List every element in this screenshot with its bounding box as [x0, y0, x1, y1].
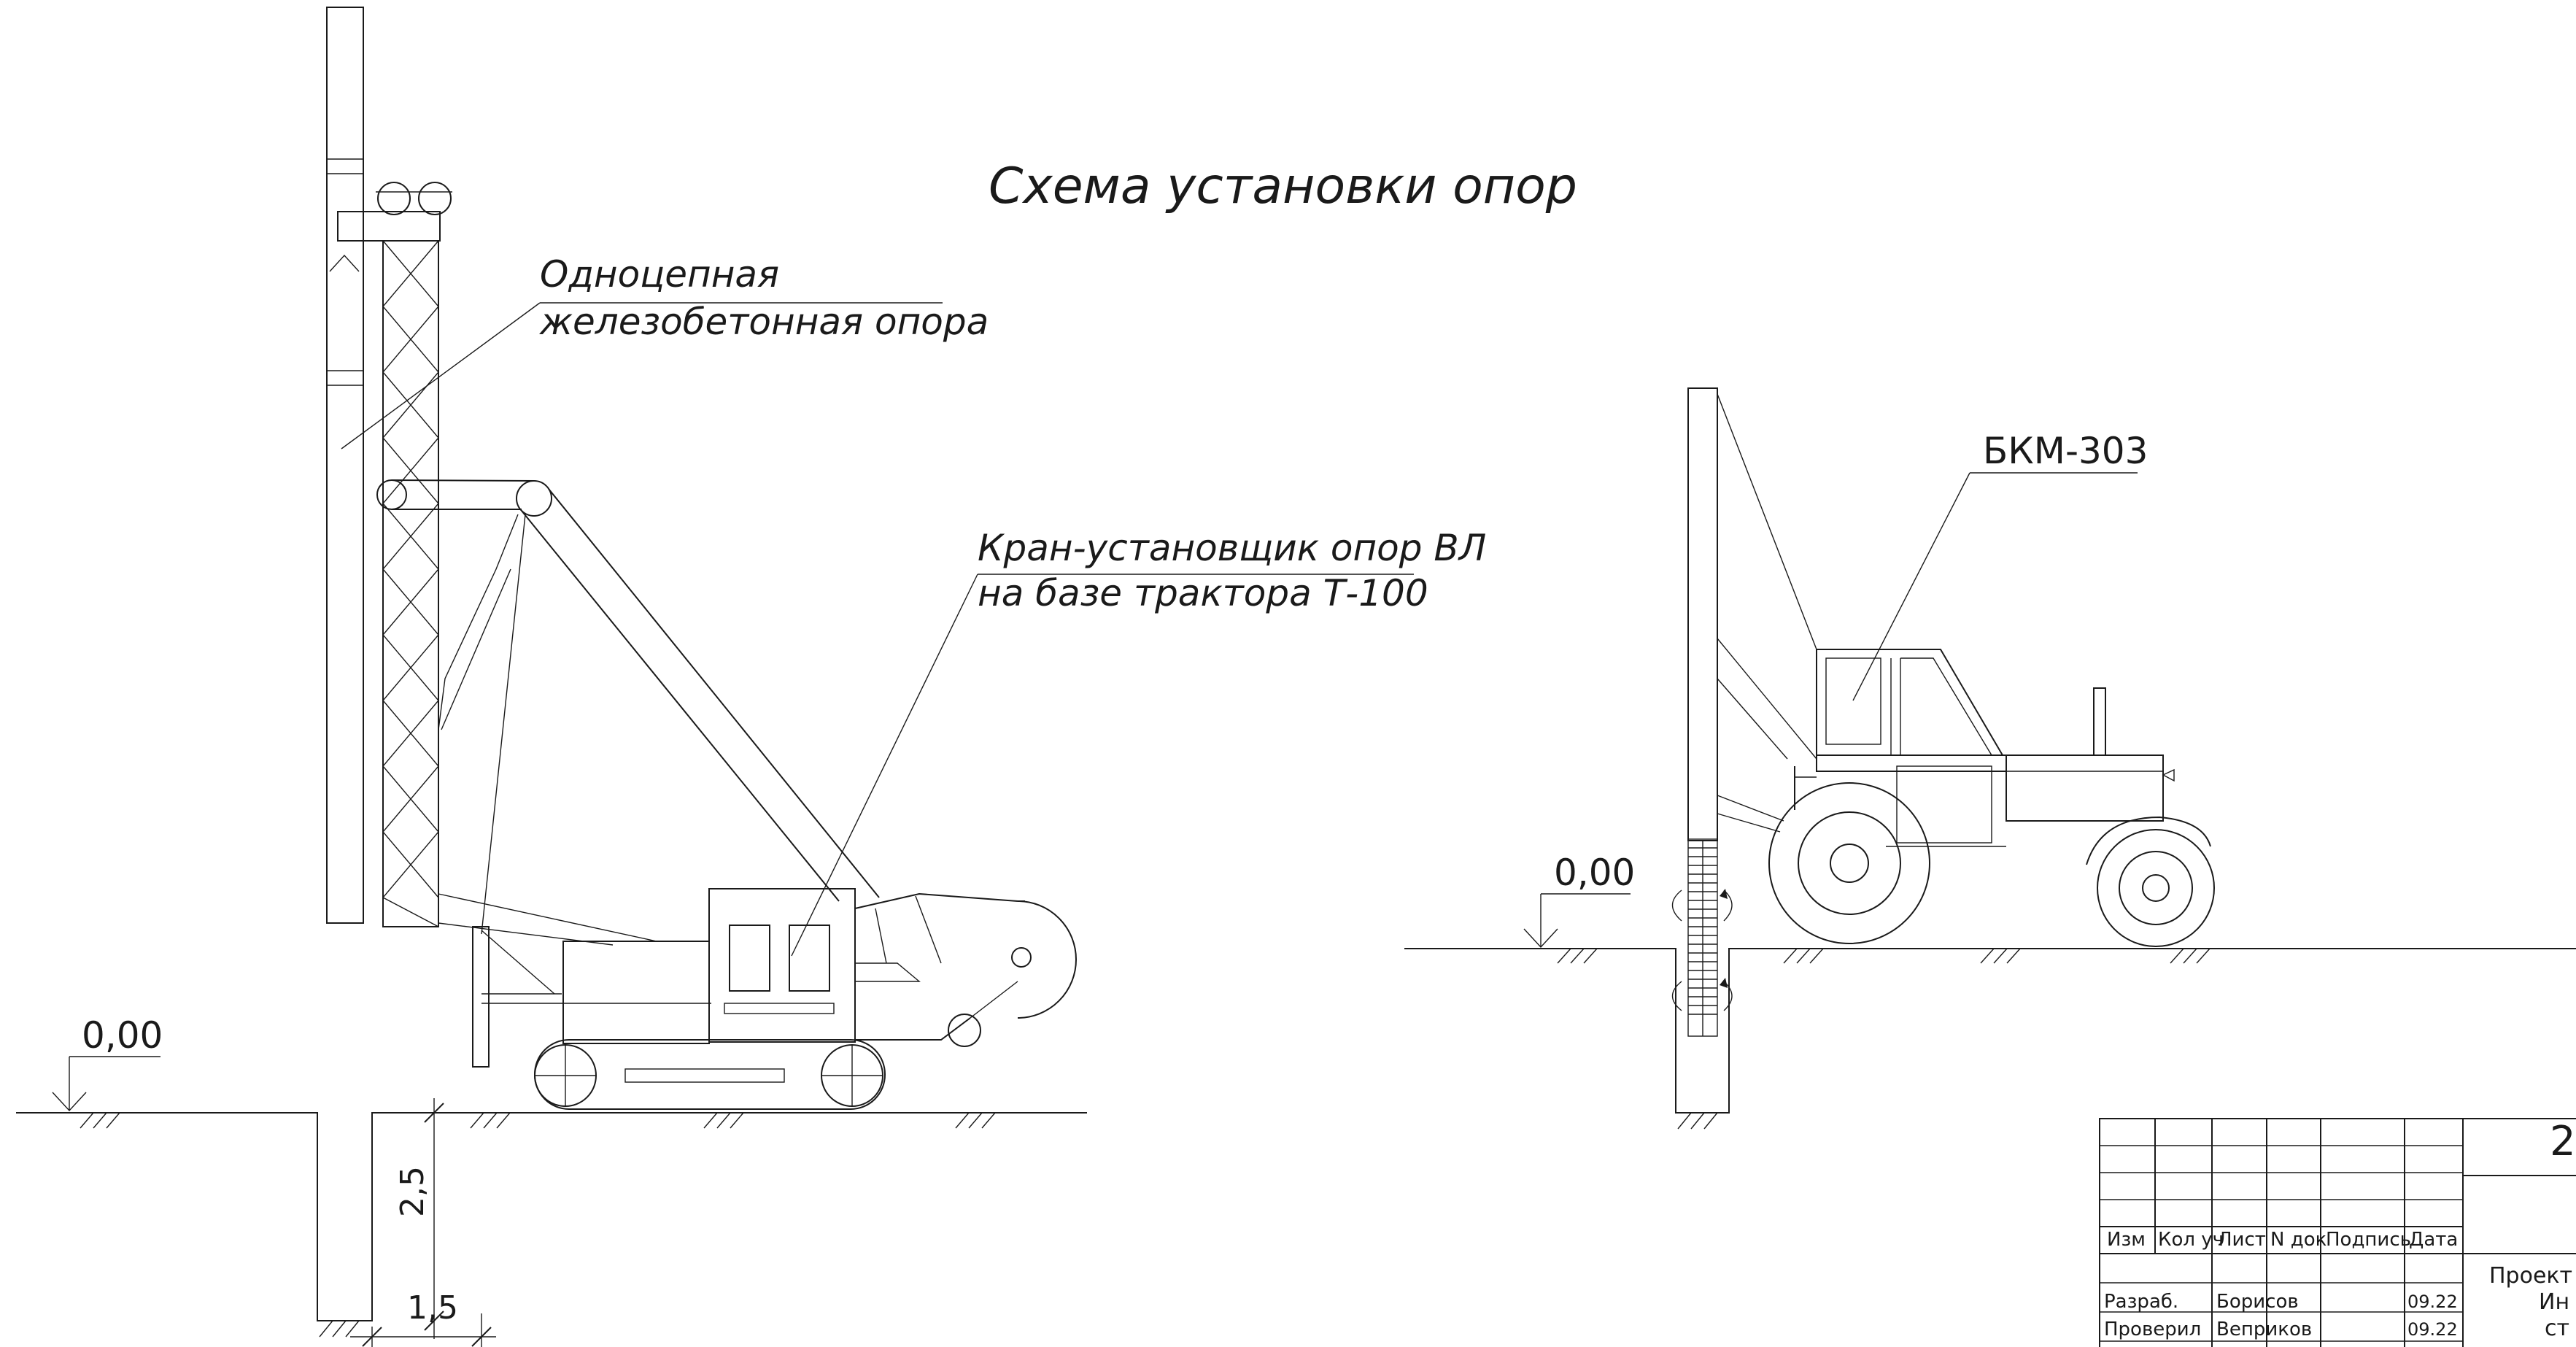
- crane-boom: [376, 479, 880, 946]
- pit-width-dimension: 1,5: [350, 1289, 496, 1347]
- row-role-checker: Проверил: [2104, 1319, 2201, 1340]
- project-name-line2: Ин: [2539, 1289, 2569, 1315]
- machine-leader: БКМ-303: [1852, 430, 2148, 701]
- drawing-title: Схема установки опор: [989, 158, 1577, 215]
- crane-label-line2: на базе трактора Т-100: [978, 572, 1428, 614]
- header-podpis: Подпись: [2326, 1229, 2411, 1251]
- header-izm: Изм: [2107, 1229, 2146, 1251]
- crane-label-line1: Кран-установщик опор ВЛ: [978, 527, 1486, 569]
- pit-depth-dimension: 2,5: [372, 1098, 445, 1339]
- pit-width-value: 1,5: [407, 1289, 458, 1327]
- crane-leader: Кран-установщик опор ВЛ на базе трактора…: [791, 527, 1486, 957]
- crane-lattice-mast: [337, 182, 452, 927]
- pit-depth-value: 2,5: [394, 1166, 431, 1217]
- pole-leader: Одноцепная железобетонная опора: [341, 253, 989, 449]
- drill-auger: [1671, 838, 1733, 1037]
- right-ground-line: [1404, 948, 2576, 1130]
- row-date-developer: 09.22: [2407, 1292, 2458, 1312]
- title-block: 2 Изм Кол уч Лист N док Подпись Дата Раз…: [2099, 1118, 2576, 1347]
- header-data: Дата: [2409, 1229, 2458, 1251]
- left-level-mark: 0,00: [52, 1014, 163, 1112]
- project-name-line1: Проект с: [2489, 1263, 2576, 1289]
- row-date-checker: 09.22: [2407, 1319, 2458, 1340]
- row-name-checker: Веприков: [2216, 1319, 2312, 1340]
- machine-label: БКМ-303: [1983, 430, 2148, 472]
- right-level-value: 0,00: [1554, 852, 1635, 894]
- project-name-line3: ст: [2545, 1316, 2569, 1341]
- wheeled-tractor: [1768, 649, 2215, 947]
- pole-label-line1: Одноцепная: [540, 253, 779, 296]
- header-list: Лист: [2218, 1229, 2266, 1251]
- sheet-number: 2: [2550, 1118, 2576, 1165]
- row-role-developer: Разраб.: [2104, 1291, 2178, 1313]
- row-name-developer: Борисов: [2216, 1291, 2299, 1313]
- left-level-value: 0,00: [82, 1014, 163, 1057]
- header-n-dok: N док: [2270, 1229, 2326, 1251]
- header-kol-uch: Кол уч: [2158, 1229, 2224, 1251]
- crawler-tractor: [472, 888, 1077, 1110]
- left-installation-scheme: 0,00 2,5 1,5: [16, 7, 1486, 1347]
- pole-label-line2: железобетонная опора: [539, 301, 989, 343]
- concrete-pole: [326, 7, 364, 924]
- right-level-mark: 0,00: [1523, 852, 1635, 949]
- right-drilling-scheme: 0,00: [1404, 387, 2576, 1130]
- left-ground-line: [16, 1112, 1087, 1338]
- drill-mast: [1687, 387, 1817, 1036]
